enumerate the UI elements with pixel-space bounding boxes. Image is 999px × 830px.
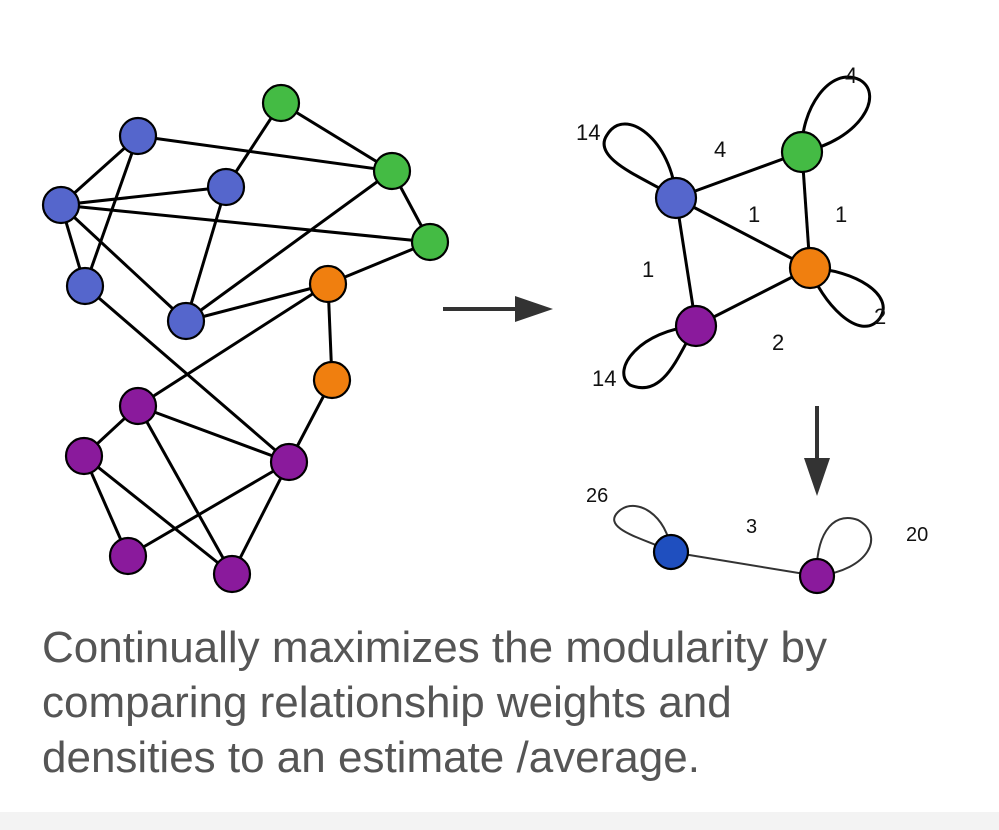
graph-edge	[59, 203, 188, 323]
graph-illustration: 14 4 2 14 4 1 1 1 2 26 20 3	[41, 63, 928, 595]
edge-weight-blue-green: 4	[714, 137, 726, 162]
green-community-node	[780, 130, 824, 174]
self-loop	[613, 505, 673, 554]
edge-weight: 3	[746, 516, 757, 538]
graph-edge	[127, 460, 290, 558]
loop-weight-green: 4	[845, 63, 857, 88]
edge-weight-purple-orange: 2	[772, 330, 784, 355]
arrow-down-icon	[804, 406, 830, 496]
graph-edge	[280, 101, 393, 173]
dark-blue-community-node	[652, 533, 690, 571]
purple-node	[64, 436, 104, 476]
self-loop	[807, 266, 885, 328]
caption-line-1: Continually maximizes the modularity by	[42, 623, 827, 672]
purple-node	[118, 386, 158, 426]
orange-node	[312, 360, 352, 400]
graph-edge	[137, 134, 393, 173]
caption-text: Continually maximizes the modularity by …	[42, 620, 942, 785]
blue-node	[206, 167, 246, 207]
loop-weight-purple: 14	[592, 366, 616, 391]
self-loop	[815, 517, 873, 578]
graph-edge	[674, 197, 698, 327]
graph-edge	[83, 454, 233, 576]
blue-node	[118, 116, 158, 156]
caption-line-3: densities to an estimate /average.	[42, 733, 700, 782]
graph-edge	[60, 185, 227, 207]
final-graph: 26 20 3	[586, 485, 928, 595]
green-node	[372, 151, 412, 191]
purple-community-node	[674, 304, 718, 348]
graph-edge	[230, 461, 291, 575]
graph-edge	[675, 196, 811, 270]
edge-weight-blue-purple: 1	[642, 257, 654, 282]
self-loop	[602, 122, 678, 202]
graph-edge	[670, 551, 818, 577]
original-network	[41, 83, 450, 594]
edge-weight-green-orange: 1	[835, 202, 847, 227]
loop-weight-purple: 20	[906, 524, 928, 546]
caption-line-2: comparing relationship weights and	[42, 678, 732, 727]
blue-node	[65, 266, 105, 306]
blue-node	[166, 301, 206, 341]
graph-edge	[184, 186, 228, 322]
blue-node	[41, 185, 81, 225]
self-loop	[622, 324, 699, 390]
blue-community-node	[654, 176, 698, 220]
purple-node	[269, 442, 309, 482]
green-node	[261, 83, 301, 123]
purple-node	[212, 554, 252, 594]
graph-edge	[60, 203, 431, 244]
bottom-band	[0, 812, 999, 830]
graph-edge	[185, 282, 329, 323]
self-loop	[800, 75, 872, 154]
graph-edge	[695, 266, 811, 328]
graph-edge	[675, 150, 803, 200]
orange-community-node	[788, 246, 832, 290]
graph-edge	[84, 284, 290, 464]
original-network-nodes	[41, 83, 450, 594]
edge-weight-blue-orange: 1	[748, 202, 760, 227]
graph-edge	[136, 405, 234, 575]
green-node	[410, 222, 450, 262]
purple-community-node	[798, 557, 836, 595]
reduced-graph: 14 4 2 14 4 1 1 1 2	[576, 63, 886, 391]
graph-edge	[137, 282, 329, 408]
purple-node	[108, 536, 148, 576]
graph-edge	[185, 169, 393, 323]
loop-weight-blue: 26	[586, 485, 608, 507]
orange-node	[308, 264, 348, 304]
loop-weight-orange: 2	[874, 304, 886, 329]
arrow-right-icon	[443, 296, 553, 322]
graph-edge	[137, 404, 290, 464]
loop-weight-blue: 14	[576, 120, 600, 145]
